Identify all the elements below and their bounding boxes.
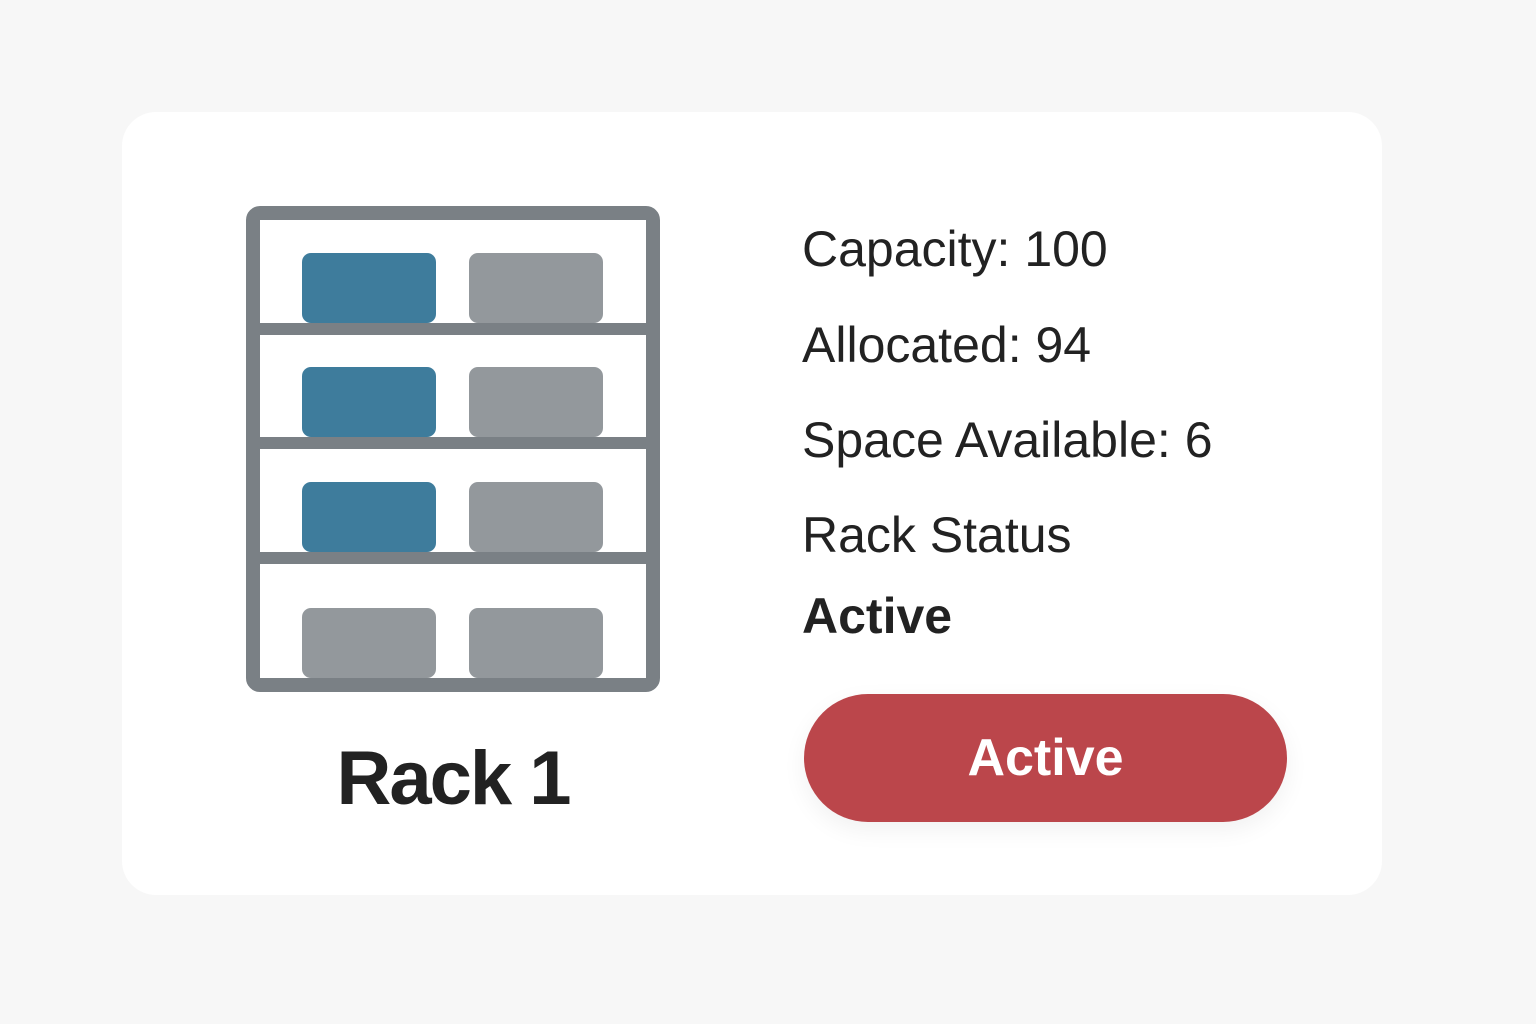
space-available-text: Space Available: 6: [802, 412, 1213, 468]
capacity-text: Capacity: 100: [802, 221, 1108, 277]
allocated-slot: [302, 367, 436, 437]
status-button[interactable]: Active: [804, 694, 1287, 822]
empty-slot: [469, 367, 603, 437]
rack-status-value: Active: [802, 588, 953, 644]
rack-status-label: Rack Status: [802, 507, 1072, 563]
shelf-divider: [260, 322, 646, 335]
rack-icon: [246, 206, 660, 692]
empty-slot: [302, 608, 436, 678]
empty-slot: [469, 481, 603, 552]
empty-slot: [469, 608, 603, 678]
shelf-divider: [260, 437, 646, 449]
empty-slot: [469, 252, 603, 323]
allocated-slot: [302, 481, 436, 552]
allocated-text: Allocated: 94: [802, 317, 1092, 373]
shelf-divider: [260, 551, 646, 564]
rack-name: Rack 1: [336, 736, 571, 821]
allocated-slot: [302, 252, 436, 323]
